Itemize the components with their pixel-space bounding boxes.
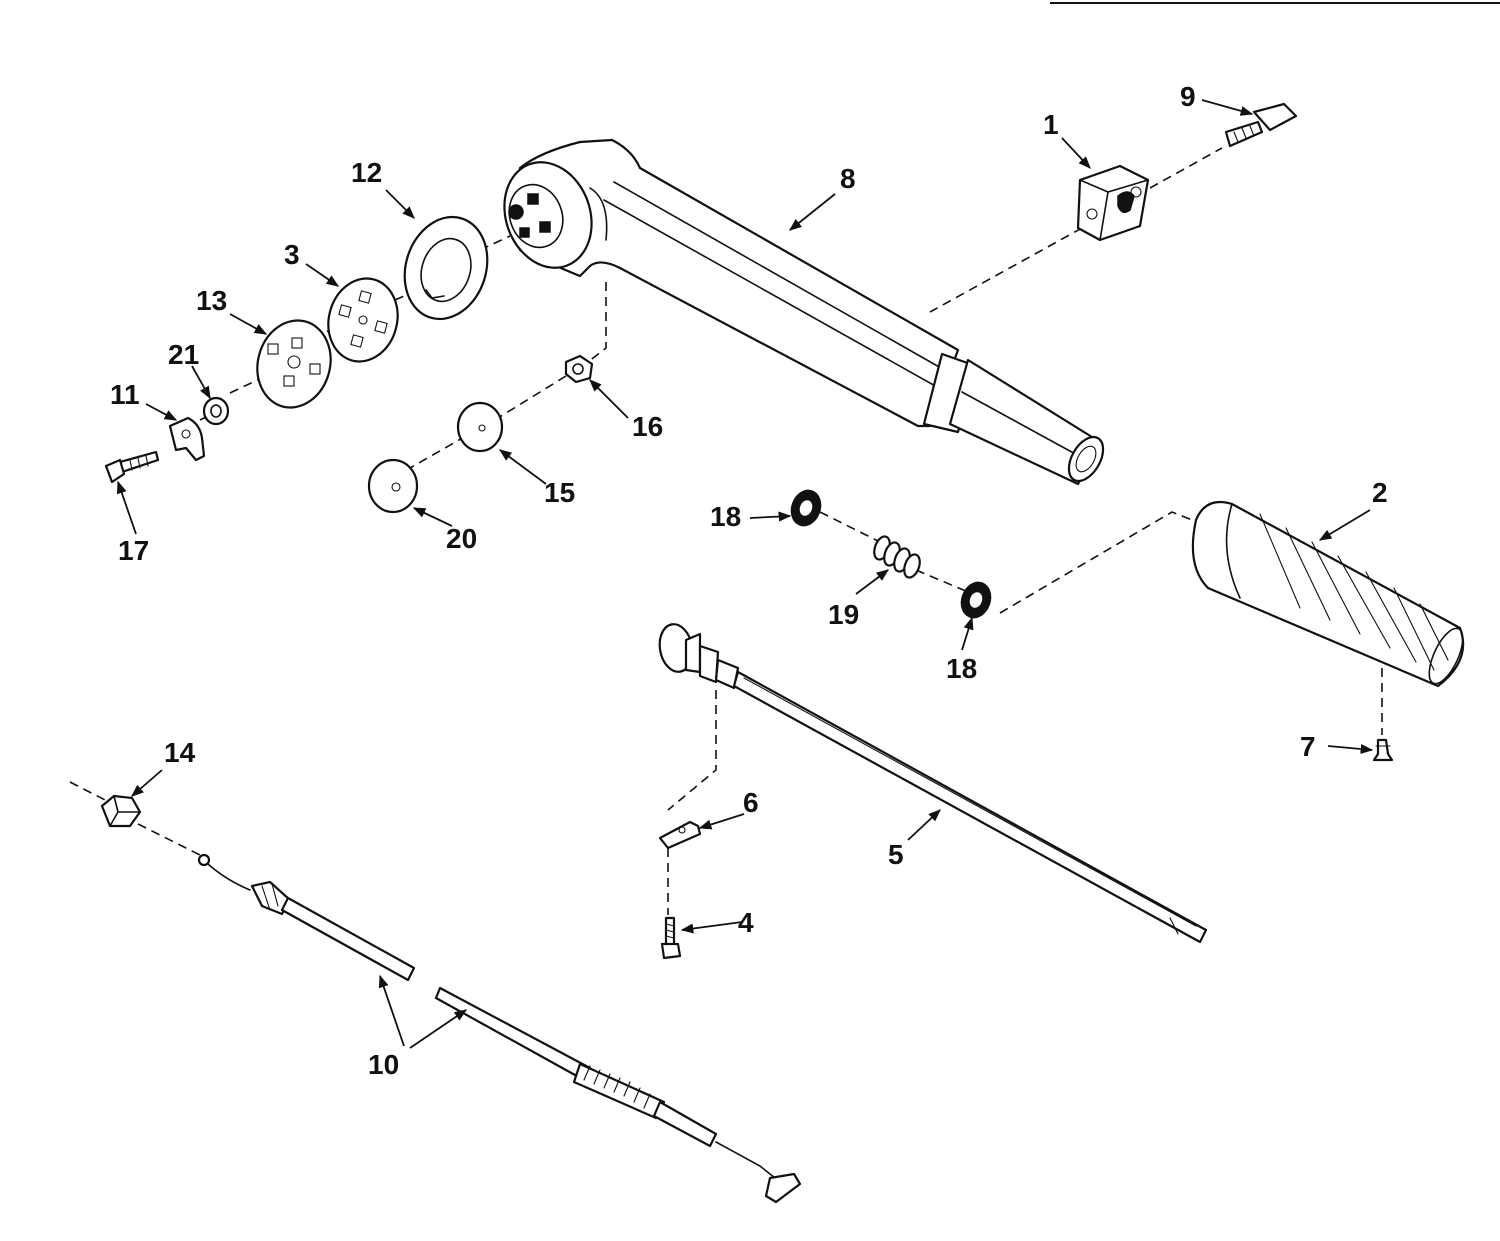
callout-labels: 1 9 8 12 3 13 21 11 17 16 15 20 18 19 18… xyxy=(110,81,1388,1080)
callout-18-left: 18 xyxy=(710,501,741,532)
nut-part-14[interactable] xyxy=(100,794,142,828)
tab-washer-part-11[interactable] xyxy=(168,416,206,462)
callout-1: 1 xyxy=(1043,109,1059,140)
callout-15: 15 xyxy=(544,477,575,508)
washer-part-18-left[interactable] xyxy=(787,486,826,529)
assembly-lines xyxy=(69,147,1383,915)
callout-13: 13 xyxy=(196,285,227,316)
spring-part-19[interactable] xyxy=(871,534,922,579)
screw-part-4[interactable] xyxy=(660,916,682,960)
tiller-arm-part-8[interactable] xyxy=(490,138,1110,487)
leader-lines xyxy=(116,99,1374,1049)
callout-17: 17 xyxy=(118,535,149,566)
callout-9: 9 xyxy=(1180,81,1196,112)
cable-upper-part-10[interactable] xyxy=(197,853,416,982)
bracket-part-1[interactable] xyxy=(1076,164,1150,242)
callout-16: 16 xyxy=(632,411,663,442)
clip-part-6[interactable] xyxy=(658,820,702,850)
washer-part-18-right[interactable] xyxy=(957,578,996,621)
lock-washer-part-12[interactable] xyxy=(392,206,500,330)
callout-21: 21 xyxy=(168,339,199,370)
callout-20: 20 xyxy=(446,523,477,554)
screw-part-7[interactable] xyxy=(1372,738,1394,762)
screw-part-9[interactable] xyxy=(1224,102,1298,148)
callout-14: 14 xyxy=(164,737,196,768)
nut-part-21[interactable] xyxy=(202,396,230,426)
washer-part-15[interactable] xyxy=(456,401,504,453)
callout-18-right: 18 xyxy=(946,653,977,684)
callout-7: 7 xyxy=(1300,731,1316,762)
callout-5: 5 xyxy=(888,839,904,870)
callout-4: 4 xyxy=(738,907,754,938)
friction-plate-part-13[interactable] xyxy=(248,312,340,416)
cable-lower-part-10[interactable] xyxy=(434,986,802,1204)
throttle-shaft-part-5[interactable] xyxy=(656,622,1208,944)
grip-part-2[interactable] xyxy=(1191,500,1470,688)
friction-disc-part-3[interactable] xyxy=(319,271,406,370)
callout-6: 6 xyxy=(743,787,759,818)
callout-8: 8 xyxy=(840,163,856,194)
nut-part-16[interactable] xyxy=(564,354,594,384)
bolt-part-17[interactable] xyxy=(104,450,160,484)
washer-part-20[interactable] xyxy=(367,458,419,514)
callout-11: 11 xyxy=(110,379,140,410)
callout-12: 12 xyxy=(351,157,382,188)
callout-3: 3 xyxy=(284,239,300,270)
callout-10: 10 xyxy=(368,1049,399,1080)
callout-2: 2 xyxy=(1372,477,1388,508)
callout-19: 19 xyxy=(828,599,859,630)
